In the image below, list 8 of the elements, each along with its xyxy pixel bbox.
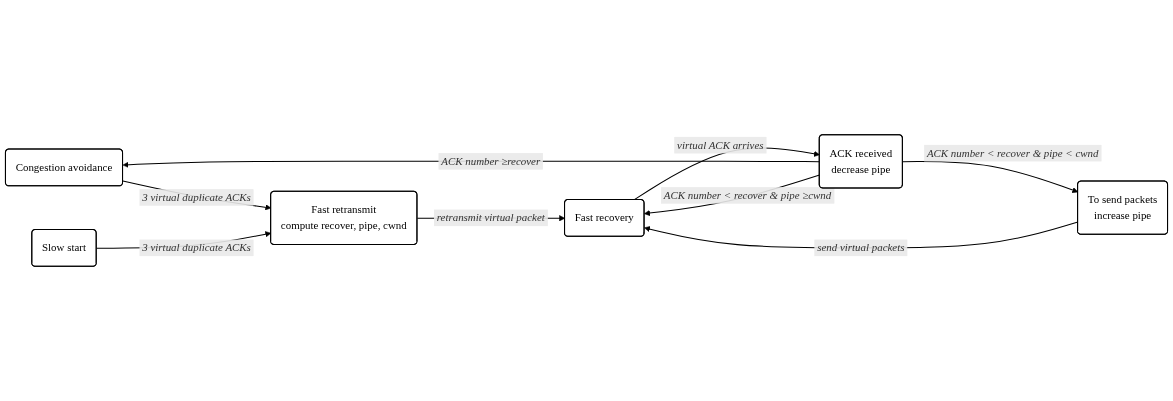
edge-label: 3 virtual duplicate ACKs (142, 241, 251, 254)
edge-label: 3 virtual duplicate ACKs (142, 191, 251, 203)
edge-label: ACK number < recover & pipe < cwnd (926, 146, 1099, 159)
edge-label: send virtual packets (817, 241, 905, 254)
edge-label: ACK number < recover & pipe ≥cwnd (663, 189, 832, 201)
edge-label: retransmit virtual packet (436, 211, 545, 224)
edge-label: ACK number ≥recover (441, 155, 541, 167)
edge-label: virtual ACK arrives (677, 139, 764, 151)
